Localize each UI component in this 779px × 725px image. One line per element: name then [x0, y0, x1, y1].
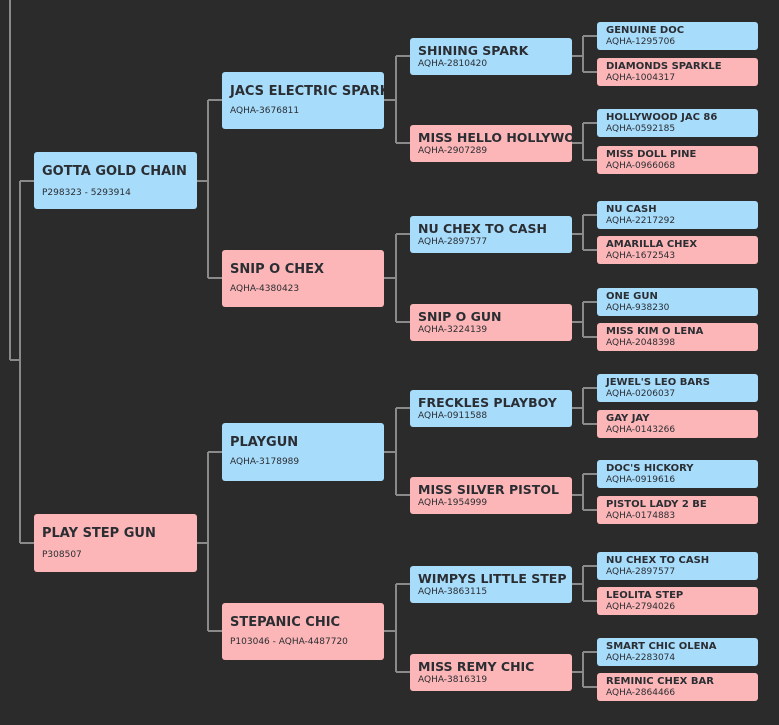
- horse-name: GENUINE DOC: [606, 25, 685, 36]
- pedigree-node-g4-13[interactable]: NU CHEX TO CASH AQHA-2897577: [597, 552, 758, 580]
- pedigree-node-g4-6[interactable]: AMARILLA CHEX AQHA-1672543: [597, 236, 758, 264]
- registration-number: AQHA-938230: [606, 303, 670, 313]
- registration-number: AQHA-1954999: [418, 498, 488, 508]
- pedigree-node-g3-7[interactable]: WIMPYS LITTLE STEP AQHA-3863115: [410, 566, 572, 603]
- horse-name: GOTTA GOLD CHAIN: [42, 164, 187, 179]
- registration-number: AQHA-3676811: [230, 106, 300, 116]
- pedigree-node-g4-1[interactable]: GENUINE DOC AQHA-1295706: [597, 22, 758, 50]
- pedigree-node-g3-4[interactable]: SNIP O GUN AQHA-3224139: [410, 304, 572, 341]
- pedigree-node-sire[interactable]: GOTTA GOLD CHAIN P298323 - 5293914: [34, 152, 197, 209]
- horse-name: MISS KIM O LENA: [606, 326, 704, 337]
- pedigree-node-g4-5[interactable]: NU CASH AQHA-2217292: [597, 201, 758, 229]
- pedigree-node-g3-5[interactable]: FRECKLES PLAYBOY AQHA-0911588: [410, 390, 572, 427]
- registration-number: P308507: [42, 550, 82, 560]
- pedigree-node-g3-2[interactable]: MISS HELLO HOLLYWOOD AQHA-2907289: [410, 125, 572, 162]
- pedigree-node-g3-6[interactable]: MISS SILVER PISTOL AQHA-1954999: [410, 477, 572, 514]
- registration-number: AQHA-3224139: [418, 325, 488, 335]
- horse-name: WIMPYS LITTLE STEP: [418, 571, 567, 586]
- registration-number: AQHA-0143266: [606, 425, 676, 435]
- horse-name: JACS ELECTRIC SPARK: [230, 84, 384, 99]
- registration-number: AQHA-2864466: [606, 688, 676, 698]
- pedigree-node-g4-9[interactable]: JEWEL'S LEO BARS AQHA-0206037: [597, 374, 758, 402]
- horse-name: STEPANIC CHIC: [230, 615, 341, 630]
- horse-name: NU CHEX TO CASH: [418, 221, 547, 236]
- pedigree-node-dam-sire[interactable]: PLAYGUN AQHA-3178989: [222, 423, 384, 481]
- horse-name: JEWEL'S LEO BARS: [606, 377, 710, 388]
- horse-name: LEOLITA STEP: [606, 590, 684, 601]
- pedigree-node-dam[interactable]: PLAY STEP GUN P308507: [34, 514, 197, 572]
- pedigree-node-g3-8[interactable]: MISS REMY CHIC AQHA-3816319: [410, 654, 572, 691]
- horse-name: DIAMONDS SPARKLE: [606, 61, 722, 72]
- pedigree-node-sire-sire[interactable]: JACS ELECTRIC SPARK AQHA-3676811: [222, 72, 384, 129]
- horse-name: PISTOL LADY 2 BE: [606, 499, 707, 510]
- pedigree-node-g4-15[interactable]: SMART CHIC OLENA AQHA-2283074: [597, 638, 758, 666]
- registration-number: AQHA-0911588: [418, 411, 488, 421]
- registration-number: AQHA-0206037: [606, 389, 676, 399]
- horse-name: AMARILLA CHEX: [606, 239, 698, 250]
- registration-number: AQHA-1672543: [606, 251, 676, 261]
- registration-number: AQHA-2794026: [606, 602, 676, 612]
- horse-name: GAY JAY: [606, 413, 650, 424]
- horse-name: NU CHEX TO CASH: [606, 555, 710, 566]
- horse-name: MISS DOLL PINE: [606, 149, 697, 160]
- registration-number: AQHA-2810420: [418, 59, 488, 69]
- registration-number: AQHA-2283074: [606, 653, 676, 663]
- registration-number: AQHA-3863115: [418, 587, 488, 597]
- pedigree-node-g4-8[interactable]: MISS KIM O LENA AQHA-2048398: [597, 323, 758, 351]
- pedigree-node-g4-7[interactable]: ONE GUN AQHA-938230: [597, 288, 758, 316]
- horse-name: PLAY STEP GUN: [42, 526, 156, 541]
- horse-name: ONE GUN: [606, 291, 658, 302]
- registration-number: AQHA-0592185: [606, 124, 676, 134]
- registration-number: AQHA-2048398: [606, 338, 676, 348]
- registration-number: AQHA-3816319: [418, 675, 488, 685]
- registration-number: AQHA-0966068: [606, 161, 676, 171]
- horse-name: FRECKLES PLAYBOY: [418, 395, 557, 410]
- pedigree-node-g4-11[interactable]: DOC'S HICKORY AQHA-0919616: [597, 460, 758, 488]
- pedigree-node-g4-4[interactable]: MISS DOLL PINE AQHA-0966068: [597, 146, 758, 174]
- registration-number: AQHA-0174883: [606, 511, 676, 521]
- pedigree-node-g4-16[interactable]: REMINIC CHEX BAR AQHA-2864466: [597, 673, 758, 701]
- registration-number: AQHA-2907289: [418, 146, 488, 156]
- pedigree-node-g4-2[interactable]: DIAMONDS SPARKLE AQHA-1004317: [597, 58, 758, 86]
- pedigree-node-sire-dam[interactable]: SNIP O CHEX AQHA-4380423: [222, 250, 384, 307]
- registration-number: AQHA-2897577: [418, 237, 488, 247]
- pedigree-node-dam-dam[interactable]: STEPANIC CHIC P103046 - AQHA-4487720: [222, 603, 384, 660]
- pedigree-node-g4-14[interactable]: LEOLITA STEP AQHA-2794026: [597, 587, 758, 615]
- registration-number: P298323 - 5293914: [42, 188, 131, 198]
- horse-name: SHINING SPARK: [418, 43, 529, 58]
- pedigree-node-g3-3[interactable]: NU CHEX TO CASH AQHA-2897577: [410, 216, 572, 253]
- registration-number: AQHA-1295706: [606, 37, 676, 47]
- horse-name: DOC'S HICKORY: [606, 463, 694, 474]
- pedigree-node-g4-3[interactable]: HOLLYWOOD JAC 86 AQHA-0592185: [597, 109, 758, 137]
- horse-name: MISS HELLO HOLLYWOOD: [418, 130, 572, 145]
- registration-number: AQHA-1004317: [606, 73, 676, 83]
- pedigree-node-g4-12[interactable]: PISTOL LADY 2 BE AQHA-0174883: [597, 496, 758, 524]
- horse-name: SNIP O GUN: [418, 309, 502, 324]
- registration-number: AQHA-3178989: [230, 457, 300, 467]
- horse-name: MISS REMY CHIC: [418, 659, 535, 674]
- horse-name: MISS SILVER PISTOL: [418, 482, 559, 497]
- horse-name: REMINIC CHEX BAR: [606, 676, 714, 687]
- horse-name: SMART CHIC OLENA: [606, 641, 717, 652]
- registration-number: AQHA-2217292: [606, 216, 676, 226]
- registration-number: P103046 - AQHA-4487720: [230, 637, 348, 647]
- horse-name: SNIP O CHEX: [230, 262, 325, 277]
- horse-name: PLAYGUN: [230, 435, 299, 450]
- pedigree-node-g3-1[interactable]: SHINING SPARK AQHA-2810420: [410, 38, 572, 75]
- horse-name: HOLLYWOOD JAC 86: [606, 112, 718, 123]
- registration-number: AQHA-4380423: [230, 284, 300, 294]
- registration-number: AQHA-2897577: [606, 567, 676, 577]
- horse-name: NU CASH: [606, 204, 657, 215]
- registration-number: AQHA-0919616: [606, 475, 676, 485]
- pedigree-node-g4-10[interactable]: GAY JAY AQHA-0143266: [597, 410, 758, 438]
